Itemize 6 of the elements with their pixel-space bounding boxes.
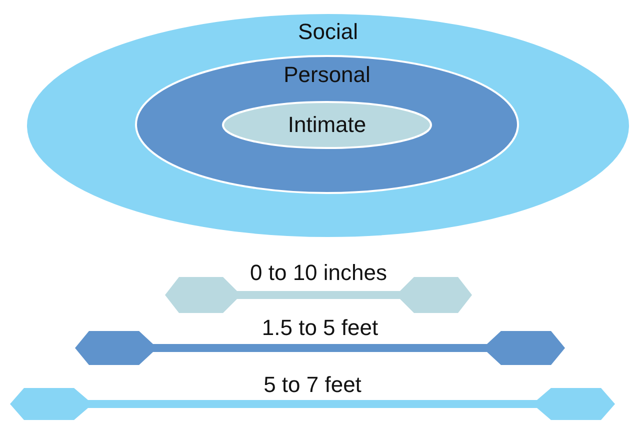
zone-label: Social — [298, 19, 358, 45]
zone-label: Personal — [284, 62, 370, 88]
distance-label: 0 to 10 inches — [250, 260, 387, 286]
distance-label: 5 to 7 feet — [264, 372, 362, 398]
zone-label: Intimate — [288, 112, 366, 138]
distance-label: 1.5 to 5 feet — [262, 315, 378, 341]
